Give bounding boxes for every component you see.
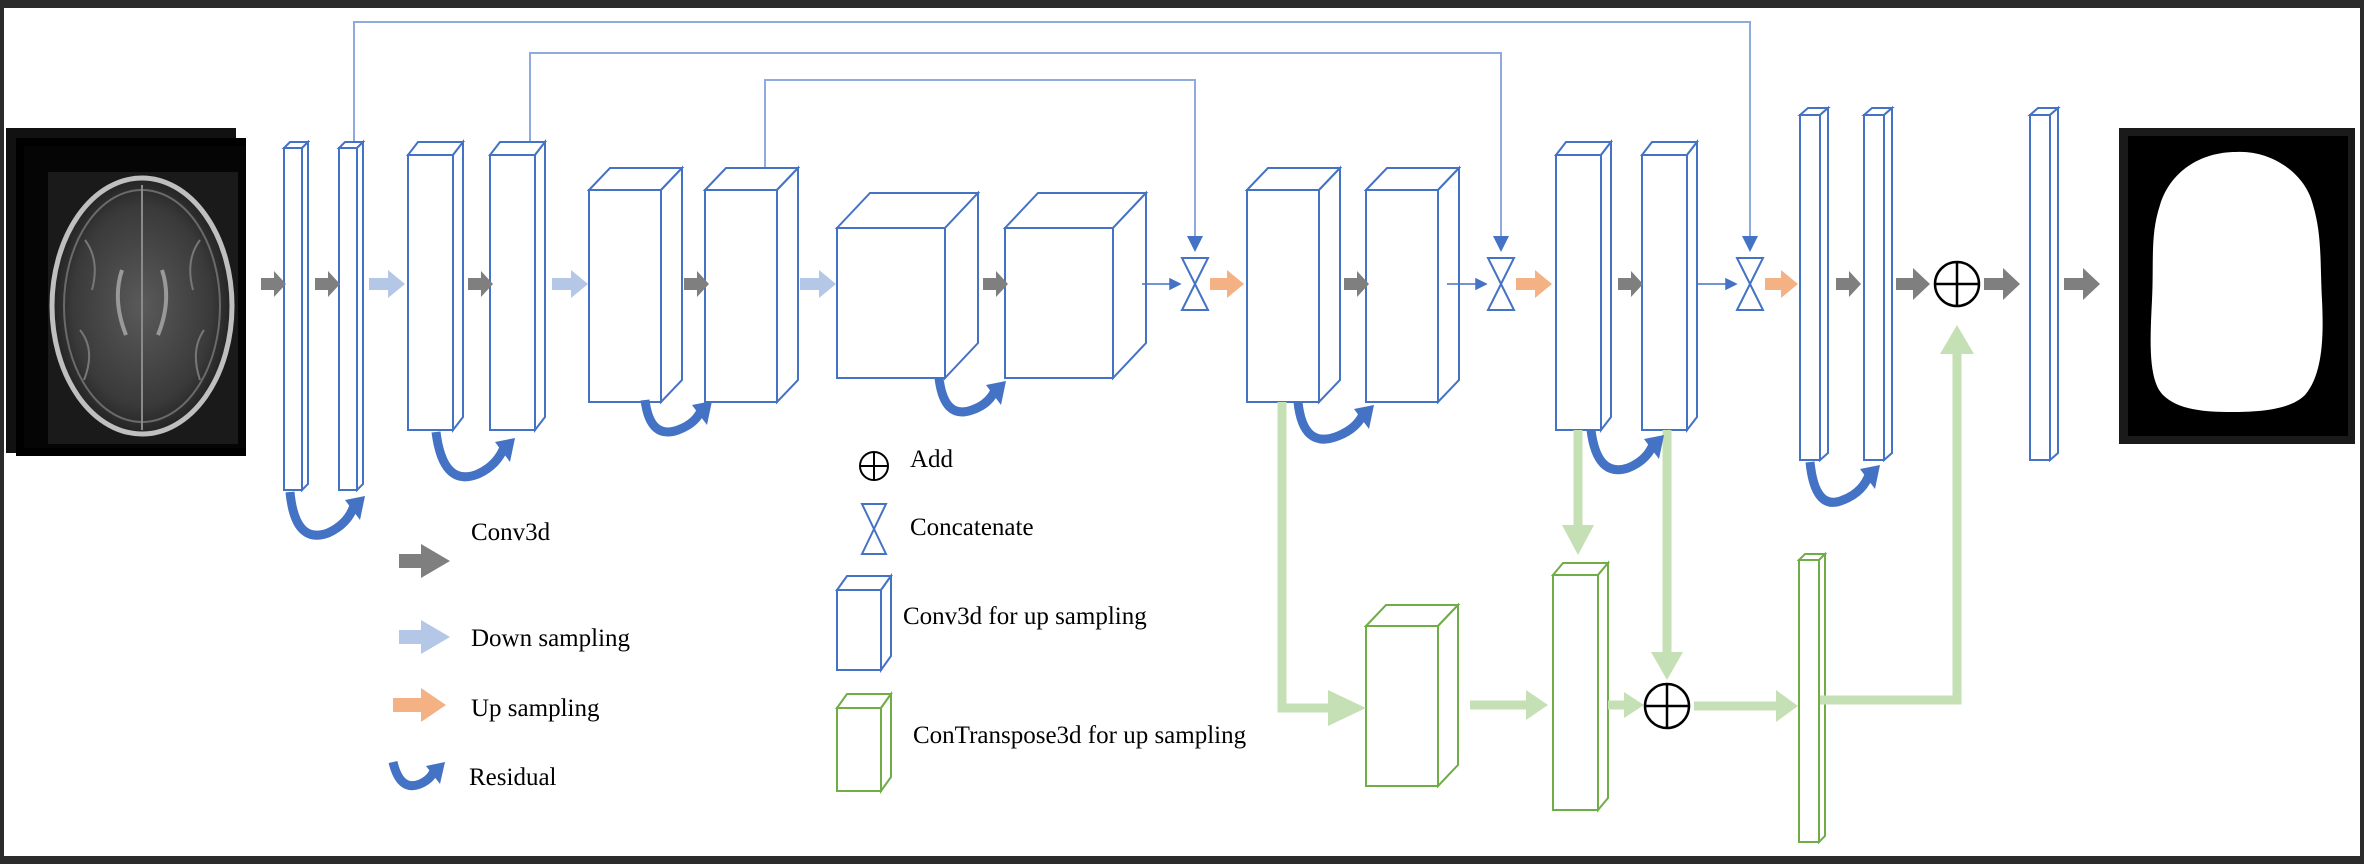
legend-down-sampling-label: Down sampling bbox=[471, 625, 631, 652]
encoder-level2-block-a bbox=[405, 139, 466, 433]
legend-conv3d-arrow-icon bbox=[399, 544, 450, 578]
add-node-deep bbox=[1643, 682, 1691, 730]
deep-supervision-arrowheads bbox=[1328, 325, 1974, 726]
legend-concatenate-icon bbox=[860, 503, 888, 555]
encoder-level2-block-b bbox=[487, 139, 548, 433]
skip-connections bbox=[353, 21, 1758, 252]
contranspose-block-3 bbox=[1796, 551, 1828, 845]
legend-down-sampling-arrow-icon bbox=[399, 620, 450, 654]
legend-up-sampling-label: Up sampling bbox=[471, 695, 600, 722]
down-sampling-arrows bbox=[369, 270, 836, 298]
conv3d-arrows bbox=[261, 268, 2100, 300]
legend-residual-label: Residual bbox=[469, 764, 557, 791]
legend-conv3d-label: Conv3d bbox=[471, 519, 551, 546]
decoder-level3-block-a bbox=[1244, 165, 1343, 405]
encoder-level1-block-b bbox=[336, 139, 366, 493]
encoder-level3-block-b bbox=[702, 165, 801, 405]
legend: Conv3d Down sampling Up sampling Residua… bbox=[388, 446, 1247, 795]
input-brain-mri-image bbox=[6, 128, 246, 456]
decoder-level2-block-b bbox=[1639, 139, 1700, 433]
legend-conv3d-up-label: Conv3d for up sampling bbox=[903, 603, 1147, 630]
legend-concatenate-label: Concatenate bbox=[910, 514, 1034, 541]
contranspose-block-1 bbox=[1363, 602, 1461, 789]
decoder-blocks bbox=[1244, 105, 2061, 463]
legend-add-icon bbox=[859, 451, 889, 481]
decoder-level3-block-b bbox=[1363, 165, 1462, 405]
deep-supervision-paths bbox=[1277, 350, 1962, 713]
bottleneck-block-a bbox=[834, 190, 981, 381]
add-node-output bbox=[1933, 260, 1981, 308]
encoder-blocks bbox=[281, 139, 1149, 493]
legend-conv3d-up-block-icon bbox=[835, 572, 893, 674]
bottleneck-block-b bbox=[1002, 190, 1149, 381]
up-sampling-arrows bbox=[1210, 270, 1798, 298]
contranspose-blocks bbox=[1363, 551, 1828, 845]
legend-residual-arrow-icon bbox=[388, 760, 445, 791]
decoder-level1-block-b bbox=[1861, 105, 1895, 463]
encoder-level3-block-a bbox=[586, 165, 685, 405]
concatenate-nodes bbox=[1180, 257, 1765, 311]
contranspose-block-2 bbox=[1550, 560, 1611, 813]
concat-input-arrows bbox=[1142, 277, 1738, 291]
legend-contranspose-up-block-icon bbox=[835, 690, 893, 795]
legend-contranspose-up-label: ConTranspose3d for up sampling bbox=[913, 722, 1247, 749]
legend-up-sampling-arrow-icon bbox=[393, 688, 446, 722]
output-brain-mask-image bbox=[2119, 128, 2355, 444]
diagram-background bbox=[4, 8, 2360, 856]
residual-arrows bbox=[285, 377, 1880, 540]
legend-add-label: Add bbox=[910, 446, 954, 473]
decoder-level2-block-a bbox=[1553, 139, 1614, 433]
encoder-level1-block-a bbox=[281, 139, 311, 493]
decoder-level1-block-a bbox=[1797, 105, 1831, 463]
final-output-block bbox=[2027, 105, 2061, 463]
